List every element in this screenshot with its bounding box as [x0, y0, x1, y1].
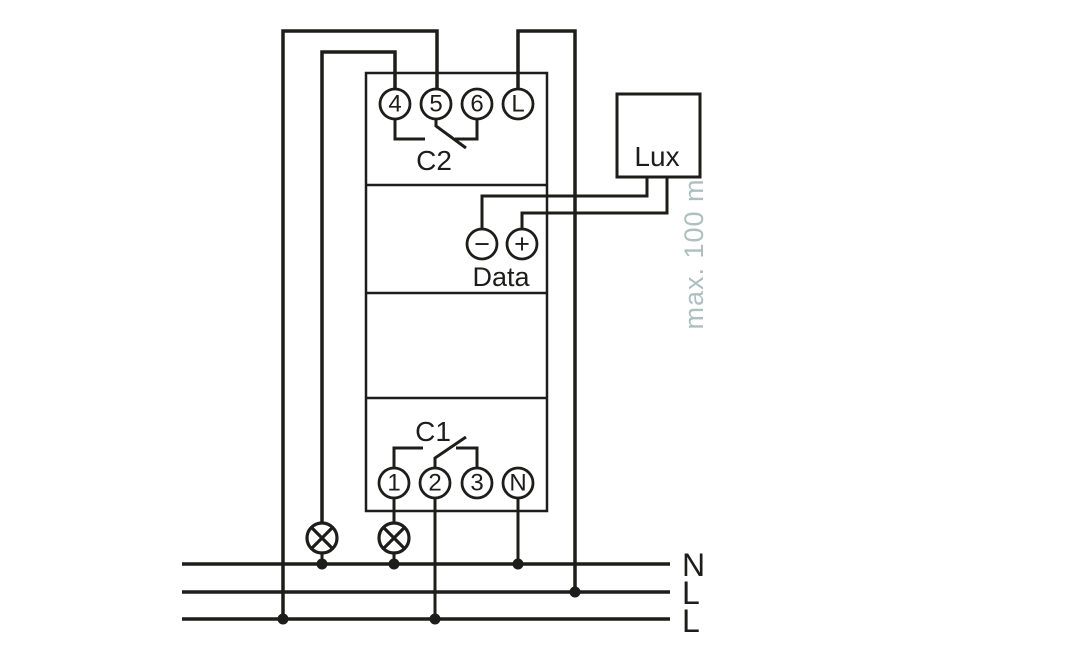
cable-length-note: max. 100 m — [679, 178, 709, 329]
terminal-label-N: N — [509, 470, 526, 497]
wire-lux-to-data-minus — [480, 177, 649, 229]
terminal-label-5: 5 — [429, 91, 442, 118]
lamp2-cross-b — [382, 526, 406, 550]
terminal-label-6: 6 — [470, 91, 483, 118]
lamp1-cross-b — [310, 526, 334, 550]
terminal-label-L: L — [511, 91, 524, 118]
terminal-circle-3 — [460, 466, 494, 500]
terminal-label-1: 1 — [387, 470, 400, 497]
channel-c2-label: C2 — [416, 145, 452, 176]
wire-terminal5-to-bottom-L-bus — [281, 29, 439, 619]
channel-c1-label: C1 — [415, 416, 451, 447]
lamp2-icon — [377, 521, 411, 555]
lamp1-icon — [305, 521, 339, 555]
lux-sensor-box — [615, 92, 702, 179]
terminal-circle-L — [501, 87, 535, 121]
c1-switch-blade — [433, 435, 467, 468]
bus-label-L1: L — [682, 575, 700, 611]
c1-contact-stub-1 — [392, 446, 423, 468]
c2-contact-stub-4 — [393, 119, 425, 141]
wire-terminalL-to-middle-L-bus — [516, 29, 577, 592]
terminal-circle-6 — [460, 87, 494, 121]
terminal-label-2: 2 — [428, 470, 441, 497]
data-minus-sign: − — [474, 229, 490, 259]
junction-dot — [429, 613, 441, 625]
wire-terminal4-to-lamp1 — [320, 50, 397, 523]
c1-contact-stub-3 — [456, 446, 479, 468]
bus-label-L2: L — [682, 603, 700, 639]
terminal-circle-4 — [378, 87, 412, 121]
lamp1-circle — [305, 521, 339, 555]
junction-dot — [277, 613, 289, 625]
data-plus-sign: + — [514, 229, 530, 259]
data-port-label: Data — [472, 262, 530, 292]
bus-label-N: N — [682, 547, 705, 583]
junction-dot — [569, 586, 581, 598]
terminal-label-4: 4 — [388, 91, 401, 118]
lamp2-circle — [377, 521, 411, 555]
junction-dot — [316, 558, 328, 570]
lux-sensor-label: Lux — [634, 141, 679, 172]
wire-lux-to-data-plus — [520, 177, 669, 229]
terminal-circle-5 — [419, 87, 453, 121]
c2-switch-blade — [434, 118, 467, 150]
terminal-label-3: 3 — [470, 470, 483, 497]
c2-contact-stub-6 — [455, 119, 479, 141]
junction-dot — [388, 558, 400, 570]
junction-dot — [512, 558, 524, 570]
